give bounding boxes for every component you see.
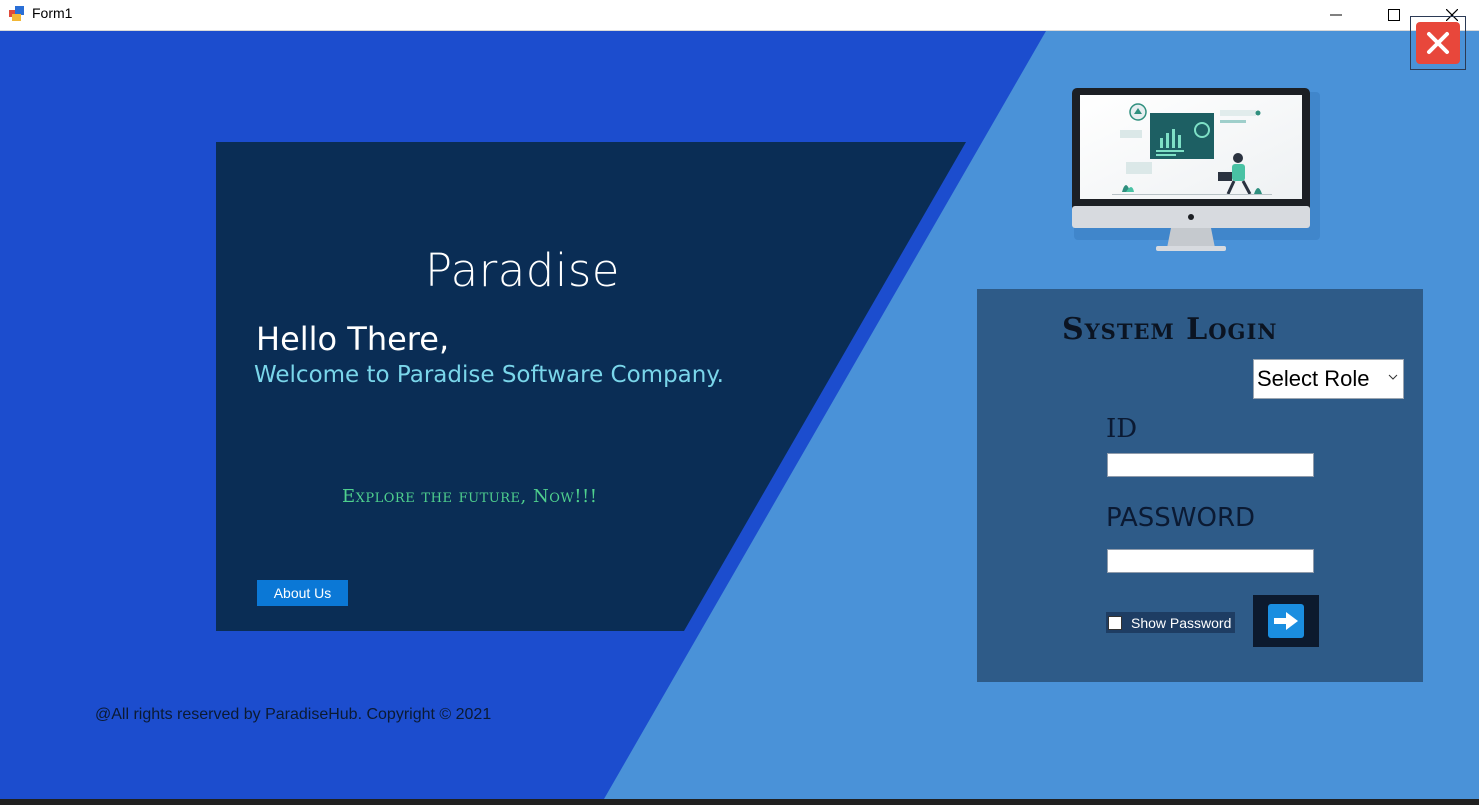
role-select[interactable]: Select Role bbox=[1253, 359, 1404, 399]
maximize-icon bbox=[1388, 9, 1400, 21]
copyright-text: @All rights reserved by ParadiseHub. Cop… bbox=[95, 706, 492, 723]
close-icon bbox=[1427, 32, 1449, 54]
app-close-button[interactable] bbox=[1416, 22, 1460, 64]
window-title: Form1 bbox=[32, 5, 73, 21]
login-submit-button[interactable] bbox=[1253, 595, 1319, 647]
brand-title: Paradise bbox=[425, 244, 620, 297]
checkbox-box[interactable] bbox=[1108, 615, 1122, 630]
minimize-button[interactable] bbox=[1307, 0, 1365, 30]
app-icon bbox=[9, 6, 24, 21]
password-label: PASSWORD bbox=[1106, 503, 1256, 533]
welcome-message: Welcome to Paradise Software Company. bbox=[254, 362, 724, 388]
window-close-button[interactable] bbox=[1423, 0, 1479, 30]
greeting-text: Hello There, bbox=[256, 320, 450, 358]
id-label: ID bbox=[1106, 414, 1138, 444]
taskbar-strip bbox=[0, 799, 1479, 805]
close-icon bbox=[1446, 9, 1458, 21]
about-us-button[interactable]: About Us bbox=[257, 580, 348, 606]
login-title: System Login bbox=[1062, 312, 1278, 347]
window-titlebar: Form1 bbox=[0, 0, 1479, 31]
tagline-text: Explore the future, Now!!! bbox=[342, 486, 598, 507]
show-password-label: Show Password bbox=[1131, 614, 1232, 631]
maximize-button[interactable] bbox=[1365, 0, 1423, 30]
monitor-dashboard-illustration bbox=[1072, 88, 1320, 251]
minimize-icon bbox=[1330, 14, 1342, 16]
chevron-down-icon bbox=[1388, 374, 1398, 380]
close-button-frame bbox=[1410, 16, 1466, 70]
password-field[interactable] bbox=[1107, 549, 1314, 573]
submit-button-face bbox=[1268, 604, 1304, 638]
arrow-right-icon bbox=[1274, 612, 1298, 630]
id-field[interactable] bbox=[1107, 453, 1314, 477]
show-password-checkbox[interactable]: Show Password bbox=[1106, 612, 1235, 633]
role-select-value: Select Role bbox=[1257, 366, 1370, 391]
